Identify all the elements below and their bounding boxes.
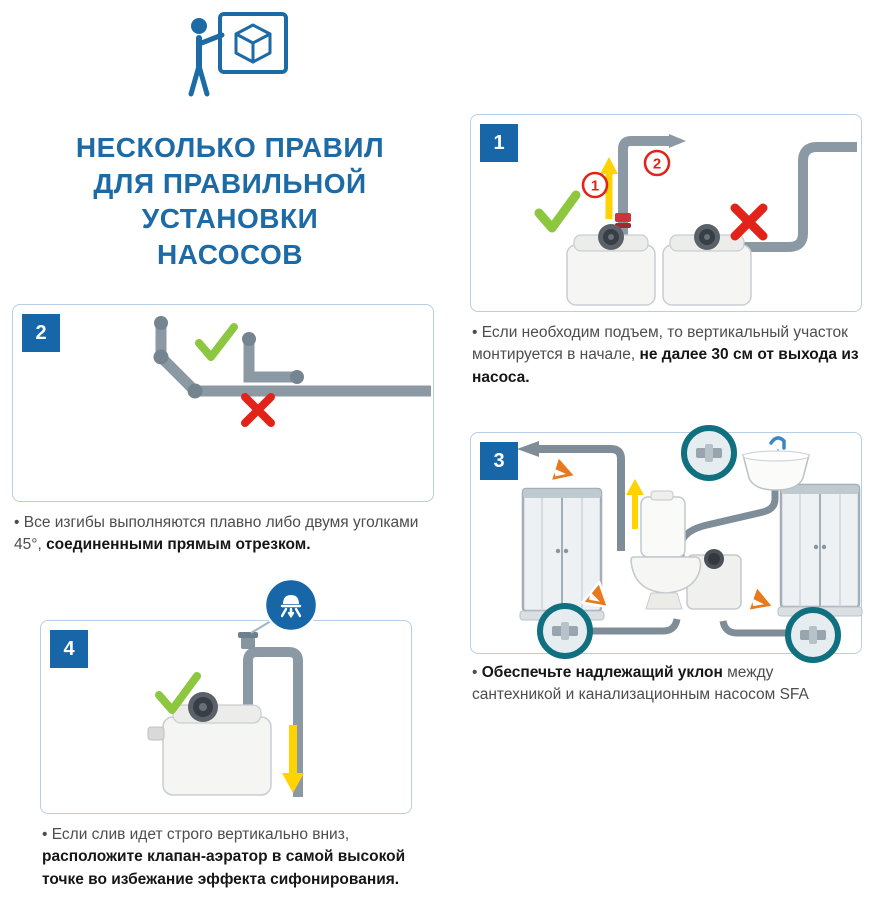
callout-2: 2 <box>643 149 671 177</box>
cross-icon <box>241 393 275 427</box>
correct-pipe-route <box>615 134 686 237</box>
wrong-pipe-route <box>733 142 857 252</box>
cross-icon <box>730 203 768 241</box>
connection-ring-icon <box>540 606 590 656</box>
discharge-pipe <box>517 441 625 551</box>
faucet-icon <box>769 436 786 450</box>
cube-icon <box>234 23 272 64</box>
connection-ring-icon <box>788 610 838 660</box>
rule3-diagram <box>517 433 863 656</box>
vertical-drop-pipe <box>243 647 303 797</box>
caption-text: между сантехникой и канализационным насо… <box>472 664 809 704</box>
rule-panel-2: 2 <box>12 304 434 502</box>
rule-panel-4: 4 <box>40 577 412 814</box>
caption-text: • Все изгибы выполняются плавно либо дву… <box>14 514 419 554</box>
rule2-diagram <box>153 316 431 427</box>
caption-bold-text: расположите клапан-аэратор в самой высок… <box>42 848 406 888</box>
sharp-elbow-pipe <box>242 332 304 384</box>
page-title: НЕСКОЛЬКО ПРАВИЛ ДЛЯ ПРАВИЛЬНОЙ УСТАНОВК… <box>75 132 385 270</box>
rule-number-badge: 1 <box>480 124 518 162</box>
caption-text: • <box>472 664 482 681</box>
person-figure <box>188 18 225 97</box>
pump-illustration <box>566 223 656 306</box>
rule4-diagram <box>147 577 319 797</box>
pump-illustration <box>147 692 272 796</box>
rule-number-badge: 3 <box>480 442 518 480</box>
aerator-valve <box>238 632 258 649</box>
down-arrow-icon <box>282 725 304 793</box>
rule-panel-1: 1 <box>470 114 862 312</box>
presentation-board <box>218 12 288 74</box>
warning-triangle-icon <box>742 582 775 613</box>
up-arrow-icon <box>600 157 618 219</box>
rule-panel-3: 3 <box>470 432 863 656</box>
aerator-detail-icon <box>263 577 319 633</box>
sink-drain-pipe <box>677 489 779 557</box>
rule4-caption: • Если слив идет строго вертикально вниз… <box>42 824 410 891</box>
presenter-icon <box>188 12 288 97</box>
rule-number-badge: 2 <box>22 314 60 352</box>
check-icon <box>534 190 581 233</box>
check-icon <box>155 672 201 714</box>
rule1-diagram: 1 2 <box>534 134 857 306</box>
svg-text:2: 2 <box>653 156 661 173</box>
rule1-caption: • Если необходим подъем, то вертикальный… <box>472 322 860 389</box>
svg-text:1: 1 <box>591 178 599 195</box>
smooth-bend-pipe <box>153 316 431 399</box>
toilet <box>630 490 702 610</box>
shower-cabin-right <box>777 483 863 617</box>
connection-ring-icon <box>684 428 734 478</box>
sink <box>742 436 810 491</box>
caption-text: • Если слив идет строго вертикально вниз… <box>42 826 350 843</box>
up-arrow-icon <box>626 479 644 529</box>
caption-bold-text: не далее 30 см от выхода из насоса. <box>472 346 859 386</box>
caption-bold-text: соединенными прямым отрезком. <box>46 536 311 554</box>
rule-number-badge: 4 <box>50 630 88 668</box>
rule2-caption: • Все изгибы выполняются плавно либо дву… <box>14 512 430 557</box>
caption-text: • Если необходим подъем, то вертикальный… <box>472 324 848 364</box>
check-icon <box>195 323 238 361</box>
rule3-caption: • Обеспечьте надлежащий уклон между сант… <box>472 662 860 707</box>
caption-bold-text: Обеспечьте надлежащий уклон <box>481 664 723 681</box>
callout-1: 1 <box>581 171 609 199</box>
warning-triangle-icon <box>544 452 578 483</box>
